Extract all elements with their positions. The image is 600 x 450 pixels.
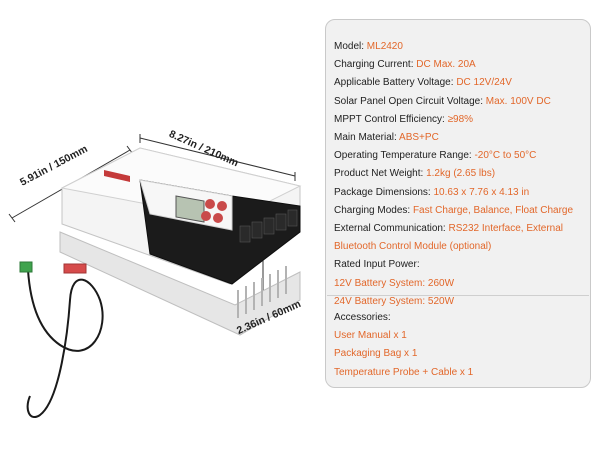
spec-value: ABS+PC (399, 132, 439, 144)
spec-label: Rated Input Power: (334, 259, 420, 271)
spec-label: Applicable Battery Voltage: (334, 77, 454, 89)
spec-label: MPPT Control Efficiency: (334, 113, 445, 125)
control-buttons (201, 199, 227, 223)
spec-value: RS232 Interface, External (448, 223, 564, 235)
spec-value-continued: Bluetooth Control Module (optional) (334, 241, 492, 253)
spec-label: External Communication: (334, 223, 446, 235)
spec-value: 1.2kg (2.65 lbs) (426, 168, 496, 180)
panel-divider (327, 295, 589, 296)
spec-row: Product Net Weight: 1.2kg (2.65 lbs) (334, 165, 588, 183)
green-connector (19, 261, 33, 273)
spec-label: Solar Panel Open Circuit Voltage: (334, 95, 483, 107)
spec-row: 24V Battery System: 520W (334, 293, 588, 311)
spec-label: Charging Modes: (334, 204, 411, 216)
spec-label: Model: (334, 41, 365, 52)
spec-value: -20°C to 50°C (474, 150, 537, 162)
spec-value: Fast Charge, Balance, Float Charge (412, 204, 574, 216)
spec-row: Solar Panel Open Circuit Voltage: Max. 1… (334, 93, 588, 111)
accessory-item: User Manual x 1 (334, 330, 407, 342)
terminal-block (239, 209, 298, 243)
spec-row: Charging Current: DC Max. 20A (334, 56, 588, 74)
spec-row: 12V Battery System: 260W (334, 275, 588, 293)
spec-row: Package Dimensions: 10.63 x 7.76 x 4.13 … (334, 184, 588, 202)
heat-sink (237, 266, 287, 318)
accessory-item: Temperature Probe + Cable x 1 (334, 366, 474, 378)
indicator-strip (104, 170, 130, 182)
lcd-screen (175, 195, 205, 223)
spec-row: Model: ML2420 (334, 38, 588, 56)
spec-label: Main Material: (334, 132, 397, 144)
spec-value: 12V Battery System: 260W (334, 277, 455, 289)
spec-value: ML2420 (366, 41, 403, 52)
spec-row: External Communication: RS232 Interface,… (334, 220, 588, 256)
spec-label: Product Net Weight: (334, 168, 424, 180)
spec-value: DC 12V/24V (456, 77, 512, 89)
spec-value: 10.63 x 7.76 x 4.13 in (433, 186, 530, 198)
product-illustration: 8.27in / 210mm 5.91in / 150mm 2.36in / 6… (8, 128, 303, 418)
accessory-item: Packaging Bag x 1 (334, 348, 418, 360)
spec-row: Rated Input Power: (334, 256, 588, 274)
accessories-section: Accessories: User Manual x 1 Packaging Ba… (334, 309, 588, 382)
spec-value: Max. 100V DC (485, 95, 551, 107)
controller-drawing (8, 134, 302, 418)
spec-row: Operating Temperature Range: -20°C to 50… (334, 147, 588, 165)
spec-row: Applicable Battery Voltage: DC 12V/24V (334, 74, 588, 92)
spec-label: Charging Current: (334, 59, 414, 71)
spec-value: ≥98% (447, 113, 474, 125)
accessories-list: User Manual x 1 Packaging Bag x 1 Temperat… (334, 327, 588, 382)
spec-row: Main Material: ABS+PC (334, 129, 588, 147)
probe-cable (26, 269, 104, 418)
spec-value: DC Max. 20A (416, 59, 476, 71)
spec-row: Charging Modes: Fast Charge, Balance, Fl… (334, 202, 588, 220)
spec-value: 24V Battery System: 520W (334, 295, 455, 307)
spec-label: Package Dimensions: (334, 186, 431, 198)
accessories-title: Accessories: (334, 312, 391, 323)
spec-label: Operating Temperature Range: (334, 150, 472, 162)
spec-row: MPPT Control Efficiency: ≥98% (334, 111, 588, 129)
red-connector (63, 263, 87, 274)
